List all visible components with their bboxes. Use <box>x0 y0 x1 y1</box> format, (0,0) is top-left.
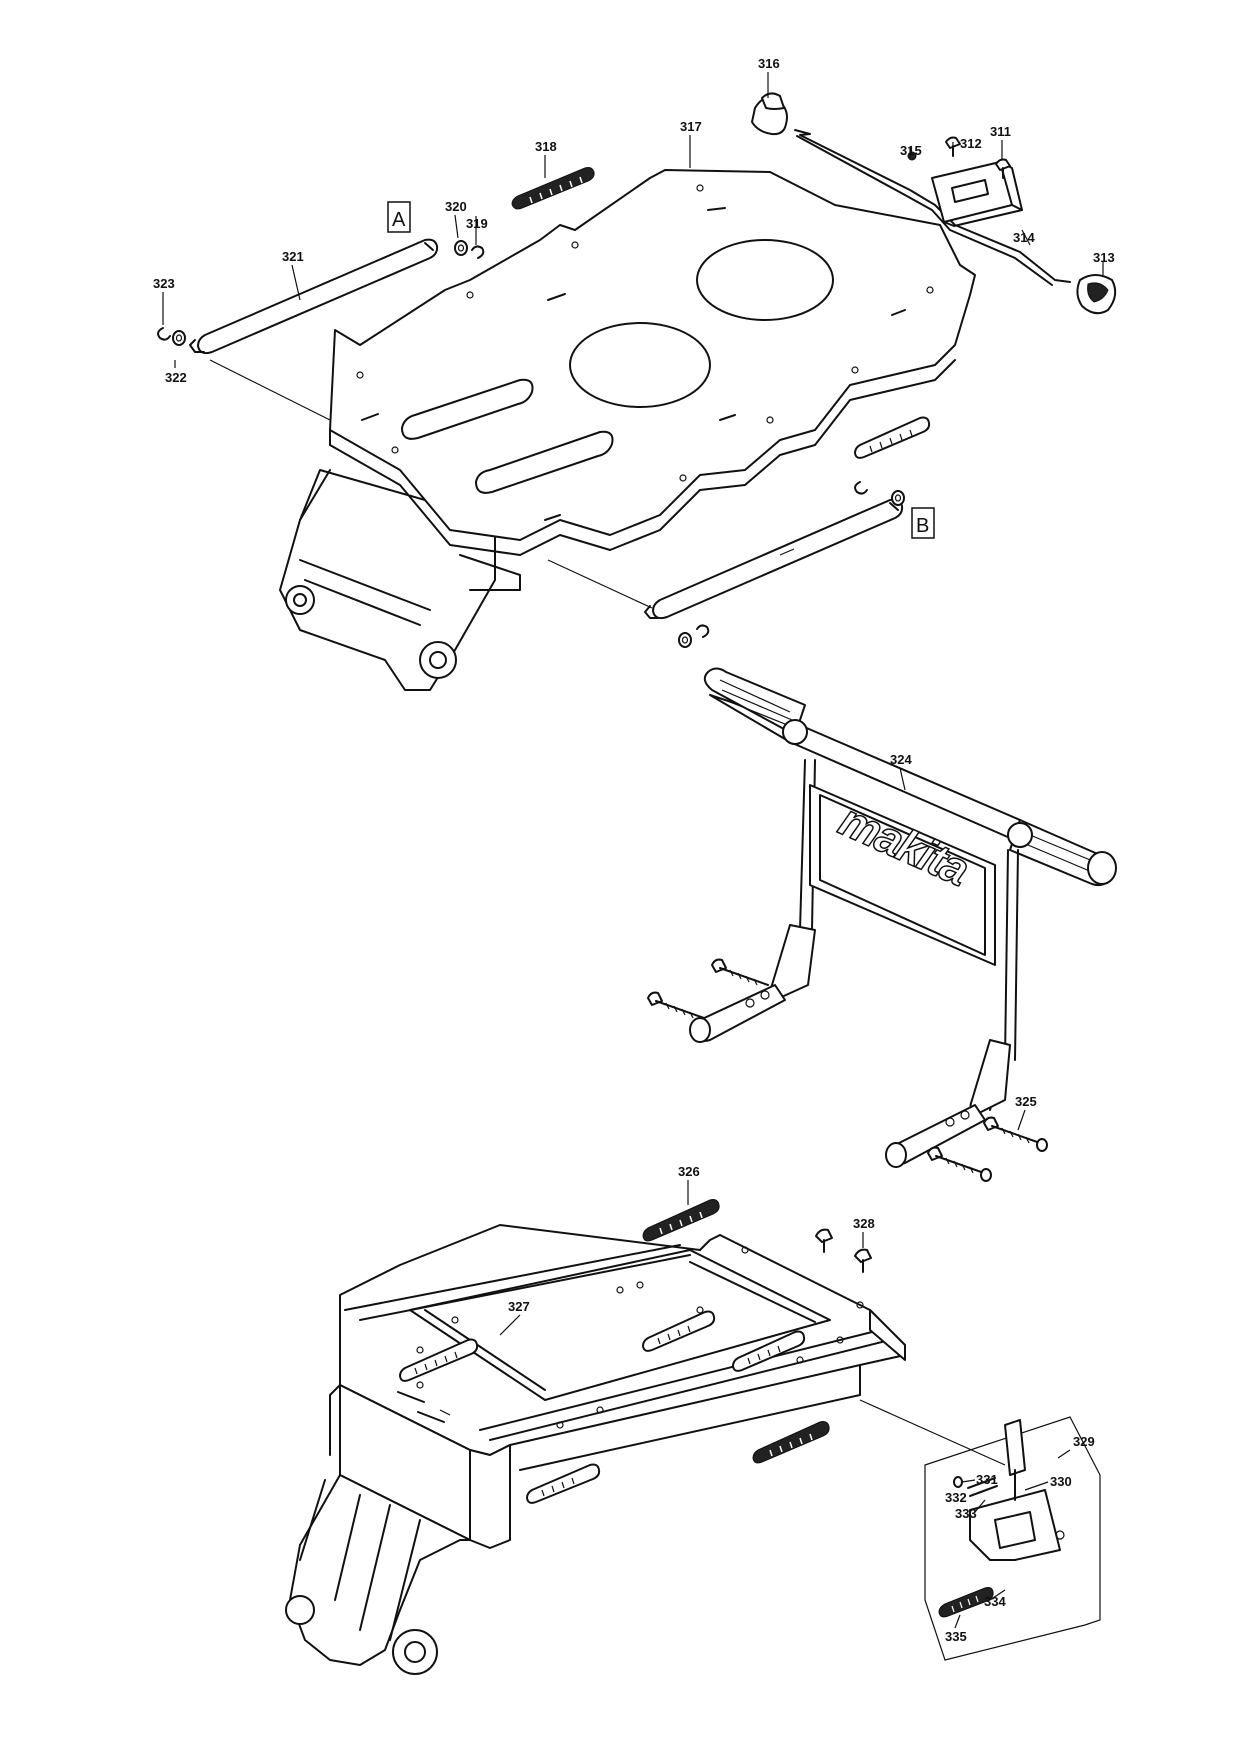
rubber-strip-side <box>752 1421 830 1464</box>
rubber-strip-318 <box>511 167 595 210</box>
rubber-strip-front <box>526 1463 601 1504</box>
bolt-325-c <box>983 1116 1048 1152</box>
label-324: 324 <box>890 752 912 767</box>
callout-b: B <box>911 507 935 539</box>
label-329: 329 <box>1073 1434 1095 1449</box>
rubber-strip-326 <box>642 1199 720 1242</box>
label-331: 331 <box>976 1472 998 1487</box>
label-319: 319 <box>466 216 488 231</box>
bolt-325-a <box>711 958 769 986</box>
pin-321 <box>189 238 439 355</box>
base-frame-327 <box>285 1224 906 1675</box>
label-327: 327 <box>508 1299 530 1314</box>
leader-lines <box>162 72 1104 1629</box>
bolt-325-b <box>647 991 705 1019</box>
label-317: 317 <box>680 119 702 134</box>
rubber-strip-center <box>642 1310 716 1352</box>
pin-b <box>644 481 905 648</box>
label-335: 335 <box>945 1629 967 1644</box>
label-322: 322 <box>165 370 187 385</box>
knob-313 <box>1076 274 1117 315</box>
lever-rod-314 <box>794 129 1071 286</box>
label-312: 312 <box>960 136 982 151</box>
callout-a: A <box>387 201 411 233</box>
label-330: 330 <box>1050 1474 1072 1489</box>
label-320: 320 <box>445 199 467 214</box>
inset-329 <box>924 1416 1101 1661</box>
label-333: 333 <box>955 1506 977 1521</box>
rubber-strip-right-base <box>732 1330 806 1372</box>
label-325: 325 <box>1015 1094 1037 1109</box>
label-315: 315 <box>900 143 922 158</box>
label-328: 328 <box>853 1216 875 1231</box>
slide-base-assembly <box>279 469 521 691</box>
handle-324: makita <box>689 667 1117 1168</box>
part-number-labels: 316 317 318 320 319 321 323 322 315 312 … <box>153 56 1115 1644</box>
rubber-strip-left <box>399 1338 479 1382</box>
callout-b-letter: B <box>916 515 929 537</box>
screw-328 <box>815 1228 872 1273</box>
pin-321-washers <box>157 240 485 346</box>
label-334: 334 <box>984 1594 1006 1609</box>
label-321: 321 <box>282 249 304 264</box>
label-318: 318 <box>535 139 557 154</box>
rubber-strip-right <box>854 416 931 459</box>
knob-316 <box>751 92 788 136</box>
callout-a-letter: A <box>392 209 406 231</box>
label-332: 332 <box>945 1490 967 1505</box>
label-311: 311 <box>990 124 1011 139</box>
bolt-325-d <box>927 1146 992 1182</box>
label-314: 314 <box>1013 230 1035 245</box>
label-323: 323 <box>153 276 175 291</box>
label-313: 313 <box>1093 250 1115 265</box>
bracket-312 <box>931 161 1023 227</box>
label-326: 326 <box>678 1164 700 1179</box>
label-316: 316 <box>758 56 780 71</box>
table-plate-317 <box>329 169 976 556</box>
